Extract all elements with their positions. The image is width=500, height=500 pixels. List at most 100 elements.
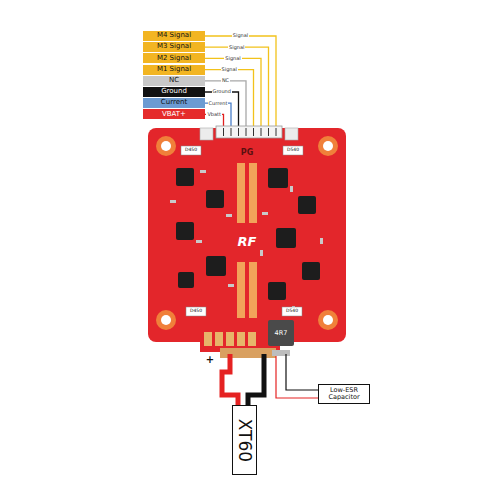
signal-connector: [285, 128, 298, 140]
smd-component: [228, 284, 234, 287]
wire-label: Vbatt: [206, 112, 222, 117]
signal-connector: [216, 126, 282, 138]
node-text: Current: [161, 99, 187, 107]
xt60-lead: [222, 354, 238, 405]
xt60-lead: [222, 354, 264, 405]
node-text: VBAT+: [162, 111, 186, 119]
connector-callout-box: XT60: [232, 405, 257, 475]
connector-pin: [268, 128, 269, 136]
xt60-lead: [248, 354, 264, 405]
signal-wire: [205, 47, 269, 128]
diode-body: [283, 146, 303, 155]
mosfet-chip: [298, 196, 316, 214]
pcb-board: [148, 128, 346, 352]
wire-label: Signal: [228, 45, 245, 50]
power-pad: [204, 332, 256, 346]
mosfet-chip: [176, 168, 320, 300]
mosfet-chip: [206, 256, 226, 276]
mosfet-chip: [268, 168, 288, 188]
component-marking: D540: [286, 309, 298, 314]
connector-pin: [276, 128, 277, 136]
copper-bar: [237, 262, 245, 318]
diode-body: [181, 146, 201, 155]
capacitor-lead: [276, 356, 318, 398]
brand-logo: RF: [238, 235, 257, 249]
node-text: M2 Signal: [157, 55, 191, 63]
capacitor-lead: [276, 354, 318, 398]
signal-wire: [205, 103, 231, 128]
mounting-hole: [156, 136, 176, 156]
node-text: M3 Signal: [157, 43, 191, 51]
mounting-hole: [156, 310, 176, 330]
signal-label-box: M2 Signal: [143, 53, 205, 63]
node-text: XT60: [235, 418, 254, 461]
node-text: Ground: [161, 88, 187, 96]
copper-bar: [237, 163, 257, 318]
connector-pin: [238, 128, 239, 136]
silkscreen-label: PG: [241, 149, 253, 157]
smd-component: [260, 250, 263, 256]
node-text: M4 Signal: [157, 32, 191, 40]
inductor-marking: 4R7: [275, 330, 288, 337]
mosfet-chip: [276, 228, 296, 248]
signal-wire: [205, 70, 254, 128]
mosfet-chip: [206, 190, 224, 208]
diode-body: [186, 307, 206, 316]
mounting-hole: [318, 136, 338, 156]
signal-wire: [205, 36, 276, 128]
signal-wire: [205, 36, 276, 128]
inductor: [268, 320, 294, 346]
power-pad: [248, 332, 256, 346]
mounting-hole: [161, 141, 171, 151]
copper-bar: [237, 163, 245, 223]
power-pad: [237, 332, 245, 346]
mounting-hole: [156, 136, 338, 330]
mounting-hole: [323, 141, 333, 151]
diode-body: [181, 146, 303, 316]
smd-component: [200, 170, 206, 173]
signal-label-box: M1 Signal: [143, 65, 205, 75]
smd-component: [320, 238, 323, 244]
power-pad: [215, 332, 223, 346]
polarity-mark: +: [206, 355, 214, 366]
ground-label-box: Ground: [143, 87, 205, 97]
connector-pin: [253, 128, 254, 136]
signal-wire: [205, 92, 239, 128]
power-pad: [204, 332, 212, 346]
mounting-hole: [323, 315, 333, 325]
wire-label: Current: [208, 101, 229, 106]
vbat-label-box: VBAT+: [143, 109, 205, 119]
connector-pin: [246, 128, 247, 136]
smd-component: [290, 186, 293, 192]
signal-wire: [205, 58, 261, 128]
nc-label-box: NC: [143, 76, 205, 86]
capacitor-lead: [286, 354, 318, 390]
mosfet-chip: [302, 262, 320, 280]
pcb-board: [148, 128, 346, 342]
connector-pin: [223, 128, 224, 136]
connector-pin: [261, 128, 262, 136]
signal-wire: [205, 81, 246, 128]
connector-pin: [231, 128, 232, 136]
smd-component: [226, 214, 232, 217]
signal-label-box: M3 Signal: [143, 42, 205, 52]
callout-box: Low-ESR Capacitor: [318, 384, 370, 404]
mounting-hole: [161, 315, 171, 325]
component-marking: D450: [185, 148, 197, 153]
node-text: NC: [169, 77, 179, 85]
node-text: M1 Signal: [157, 66, 191, 74]
smd-component: [170, 200, 176, 203]
wire-label: NC: [221, 78, 230, 83]
mosfet-chip: [268, 282, 286, 300]
current-label-box: Current: [143, 98, 205, 108]
component-marking: D450: [190, 309, 202, 314]
power-pad: [226, 332, 234, 346]
wire-label: Ground: [212, 89, 232, 94]
mounting-hole: [318, 310, 338, 330]
signal-label-box: M4 Signal: [143, 31, 205, 41]
mosfet-chip: [176, 222, 194, 240]
wire-label: Signal: [221, 67, 238, 72]
smd-component: [170, 170, 323, 312]
connector-pin: [224, 128, 277, 136]
